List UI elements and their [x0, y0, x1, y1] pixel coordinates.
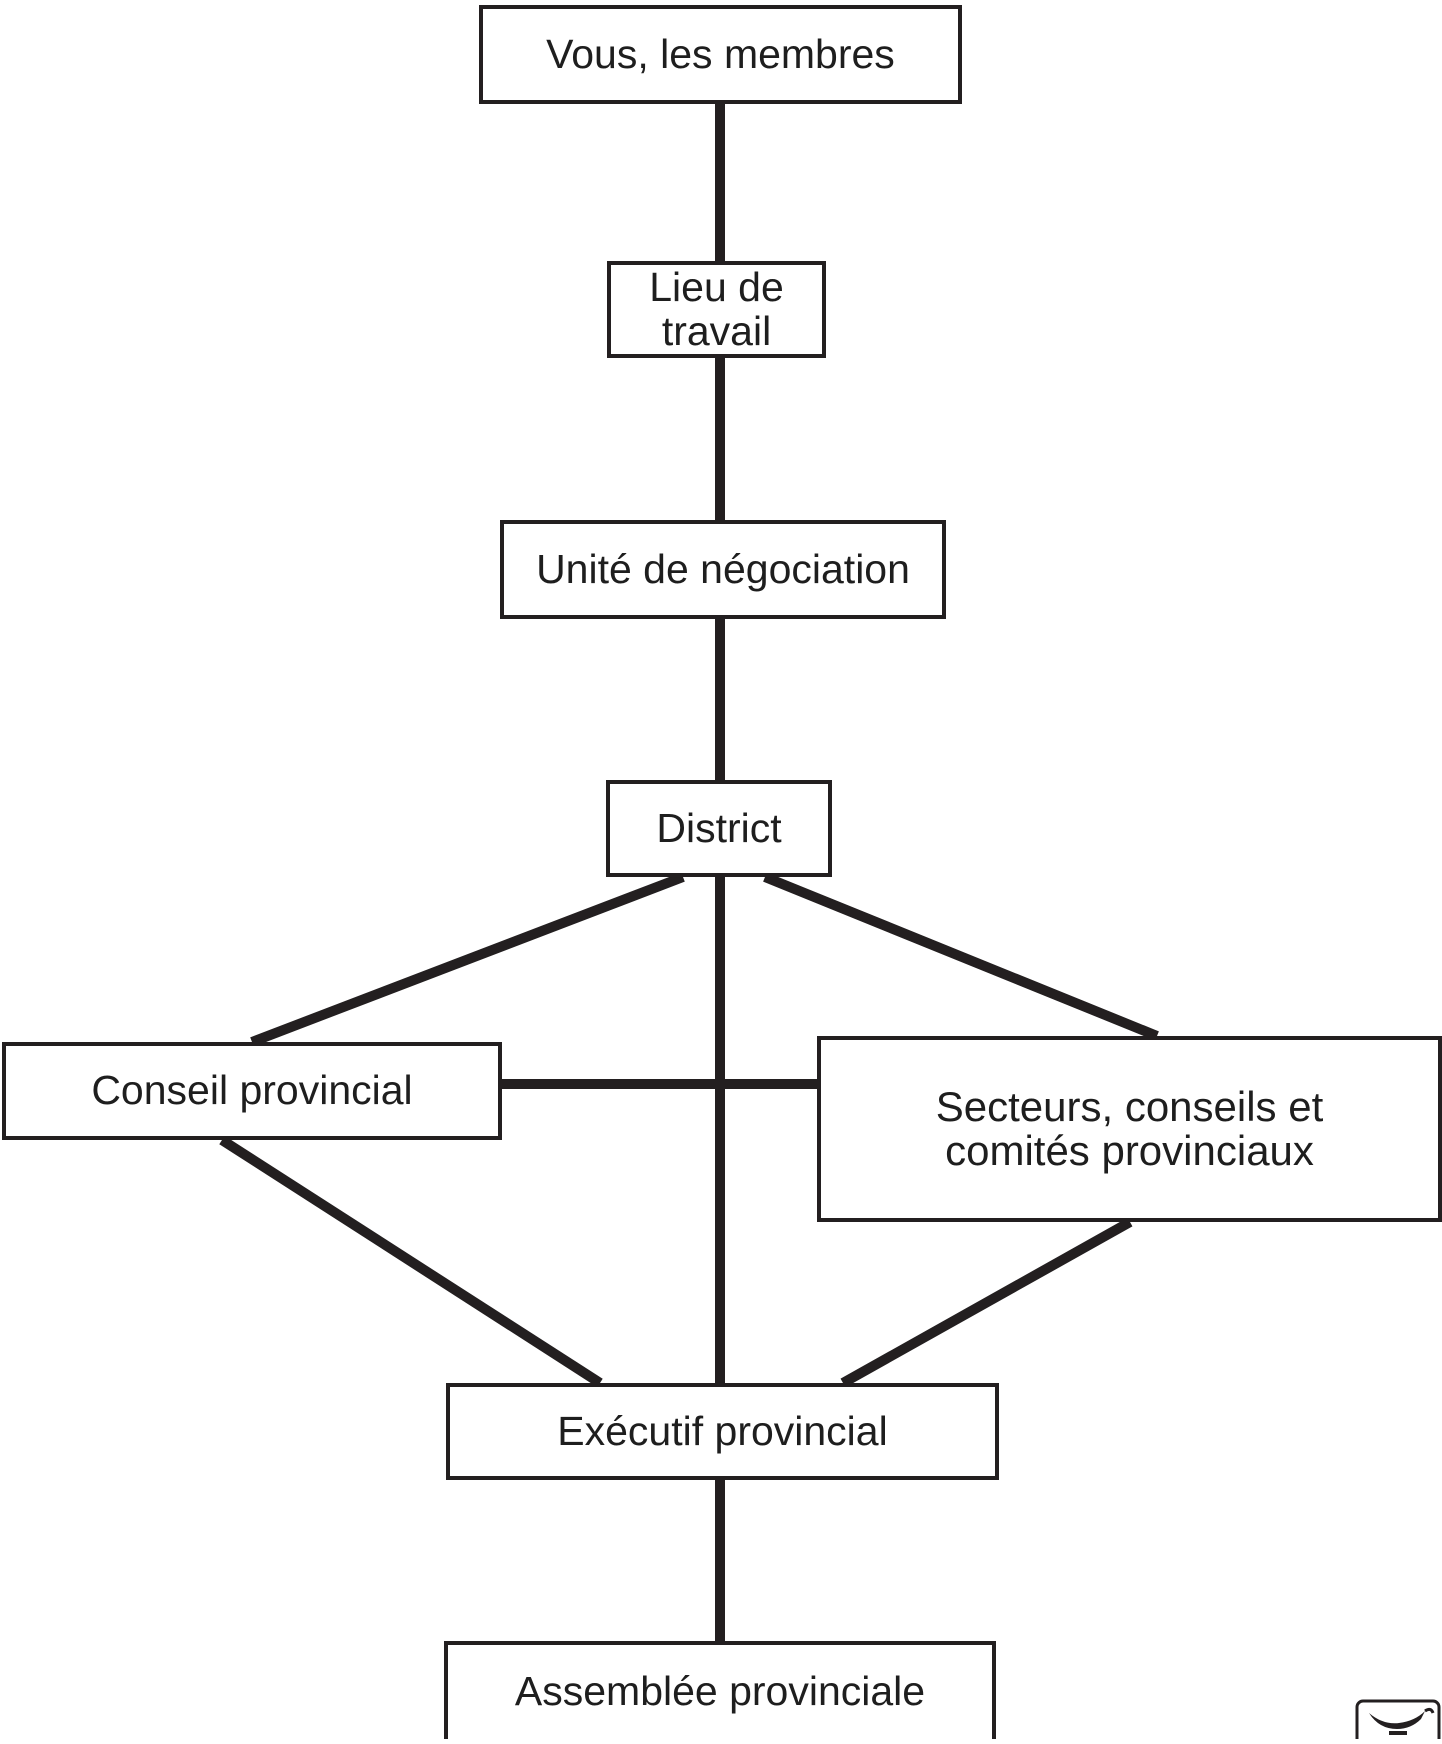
node-workplace-label: Lieu de travail: [649, 264, 784, 354]
node-workplace: Lieu de travail: [607, 261, 826, 358]
node-district: District: [606, 780, 832, 877]
node-provincial-council: Conseil provincial: [2, 1042, 502, 1140]
connector-district-council: [250, 872, 685, 1047]
connector-district-sectors: [763, 872, 1159, 1041]
node-sectors-councils-committees: Secteurs, conseils et comités provinciau…: [817, 1036, 1442, 1222]
node-provincial-council-label: Conseil provincial: [91, 1067, 413, 1114]
node-members-label: Vous, les membres: [546, 30, 895, 77]
node-provincial-assembly-label: Assemblée provinciale: [514, 1668, 926, 1715]
node-bargaining-unit: Unité de négociation: [500, 520, 946, 619]
oil-lamp-icon: [1355, 1699, 1441, 1744]
node-sectors-label: Secteurs, conseils et comités provinciau…: [935, 1082, 1324, 1174]
node-bargaining-unit-label: Unité de négociation: [536, 545, 910, 592]
connector-council-executive: [219, 1135, 603, 1388]
node-provincial-executive: Exécutif provincial: [446, 1383, 999, 1480]
node-provincial-executive-label: Exécutif provincial: [557, 1407, 888, 1454]
node-district-label: District: [656, 804, 782, 851]
node-members: Vous, les membres: [479, 5, 962, 104]
connector-sectors-executive: [840, 1217, 1133, 1388]
node-provincial-assembly: Assemblée provinciale: [444, 1641, 996, 1739]
